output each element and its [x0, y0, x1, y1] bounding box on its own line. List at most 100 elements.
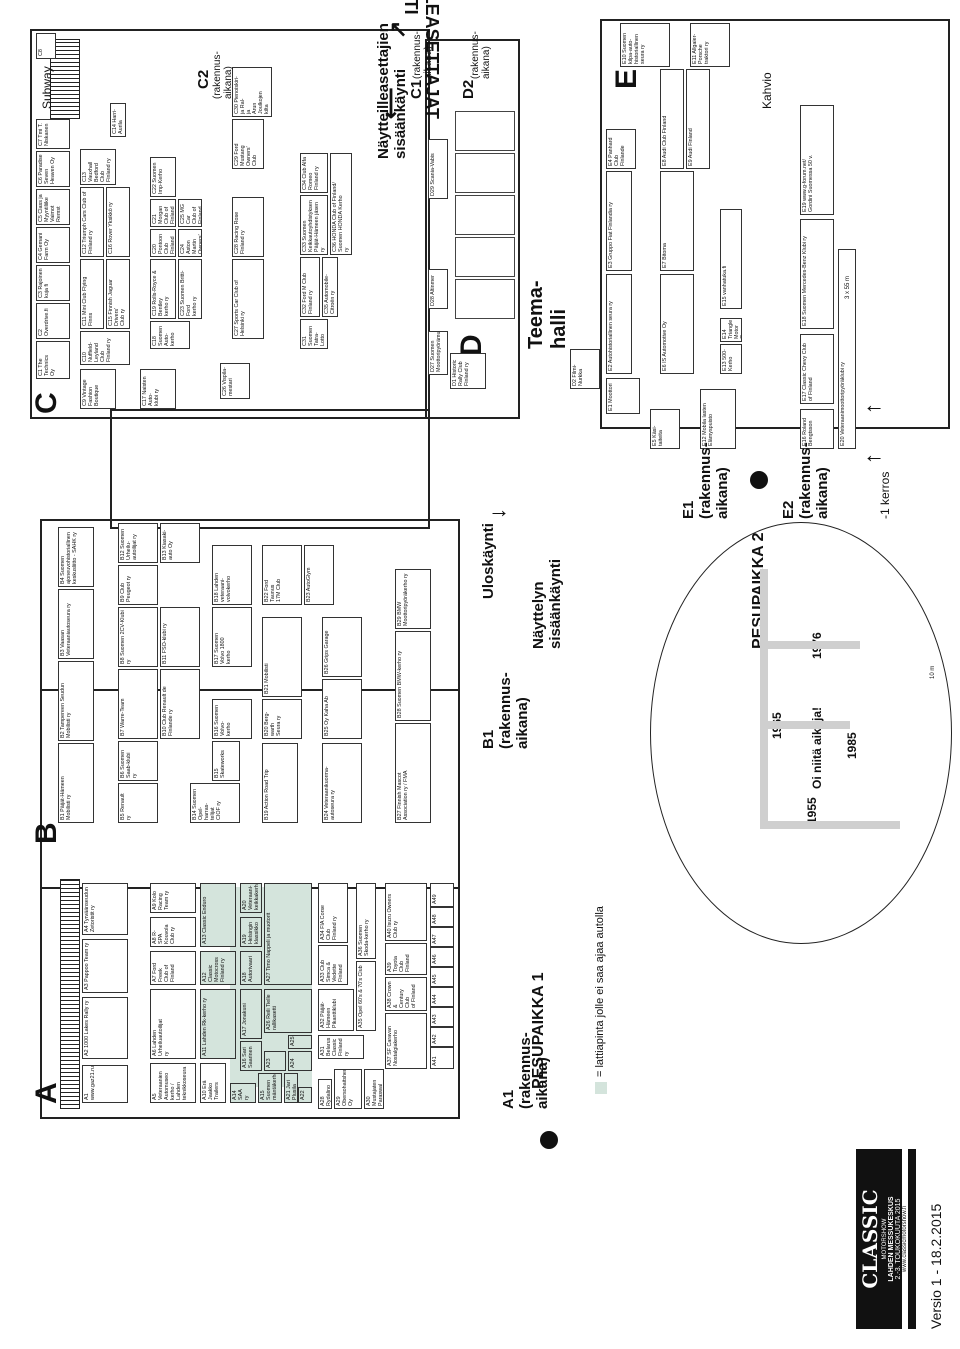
booth-e3[interactable]: E3 Gruppo Fiat Finlandia ry — [606, 171, 632, 271]
booth-b6[interactable]: B6 Suomen Saab-klubi ry — [118, 741, 158, 781]
booth-e11[interactable]: E11 Allgaier- Porsche traktori ry — [690, 23, 730, 67]
booth-a31[interactable]: A31 Belarus Classic Finland ry — [318, 1035, 364, 1059]
booth-c3[interactable]: C3 Rajoinen kuja fi — [36, 265, 70, 301]
booth-c13[interactable]: C13 Vauxhall Bedford Club Finland ry — [80, 149, 116, 185]
booth-c35[interactable]: C35 Automobile-Citroën ry — [322, 257, 338, 317]
booth-e2[interactable]: E2 Autohistoriallinen seura ry — [606, 274, 632, 374]
booth-c32[interactable]: C32 Ford M Club Finland ry — [300, 257, 320, 317]
booth-b21[interactable]: B21 Mobilisti — [262, 617, 302, 697]
booth-a21[interactable]: A21 Jari Plusila — [284, 1073, 298, 1103]
booth-b2[interactable]: B2 Tampereen Seudun Mobilisti ry — [58, 661, 94, 741]
booth-b16[interactable]: B16 Suomen Volvo- kerho — [212, 699, 252, 739]
booth-e18[interactable]: E18 Suomen Mercedes-Benz Klubi ry — [800, 219, 834, 329]
booth-a9[interactable]: A9 Kolo Racing Team ry — [150, 883, 196, 913]
booth-b15[interactable]: B15 Skateworks — [212, 741, 240, 781]
booth-c28[interactable]: C28 Racing Rose Finland ry — [232, 197, 264, 257]
booth-b14[interactable]: B14 Suomen Opel- harras- telijat CIOF ry — [190, 783, 240, 823]
booth-a7[interactable]: A7 Ford Freek Club of Finland — [150, 951, 196, 985]
booth-a4[interactable]: A4 Tyrväänseudun Zetoristit ry — [82, 883, 128, 935]
booth-e13[interactable]: E13 500-Kerho — [720, 344, 742, 374]
booth-a6[interactable]: A6 Lahden Urheiluautoilijat ry — [150, 989, 196, 1059]
booth-b20[interactable]: B20 Berg- warth Seura ry — [262, 699, 302, 739]
booth-a28[interactable]: A28 Rydalino — [318, 1079, 332, 1109]
booth-b7[interactable]: B7 Warre-Team — [118, 669, 158, 739]
booth-b19[interactable]: B19 Action Road Trip — [262, 743, 298, 823]
booth-e15[interactable]: E15 vanhatuka.fi — [720, 209, 742, 309]
booth-c19[interactable]: C19 Rolls-Royce & Bentley kerho ry — [150, 259, 176, 319]
booth-a45[interactable]: A45 — [430, 967, 454, 987]
booth-a33[interactable]: A33 Club Simca & Vedette Finland — [318, 945, 348, 985]
booth-c33[interactable]: C33 Suomen Keikkautoyhdistyksen Päijät-H… — [300, 195, 328, 255]
booth-c18[interactable]: C18 Suomen Auto- kerho — [150, 321, 190, 349]
booth-a1[interactable]: A1 www.gaz21.ru — [82, 1065, 128, 1103]
booth-a23[interactable]: A23 — [264, 1051, 286, 1071]
booth-a16[interactable]: A16 Sari Saarinen — [240, 1041, 262, 1071]
booth-a17[interactable]: A17 Jonakuni — [240, 989, 262, 1039]
booth-a27[interactable]: A27 Timo Nappeli ja muotorit — [264, 883, 312, 985]
booth-a48[interactable]: A48 — [430, 907, 454, 927]
booth-c14[interactable]: C14 Harri- Aurila .com — [110, 103, 126, 137]
booth-c2[interactable]: C2 Overdrive.fi — [36, 303, 70, 339]
booth-a34[interactable]: A34 FIA Corse Club Finland ry — [318, 883, 348, 943]
booth-e1[interactable]: E1 Moottori — [606, 378, 640, 414]
booth-c9[interactable]: C9 Vintage Fashion Boutique — [80, 369, 116, 409]
booth-c4[interactable]: C4 Gemani Farm Oy — [36, 227, 70, 263]
booth-a47[interactable]: A47 — [430, 927, 454, 947]
booth-b28[interactable]: B28 Suomen BMW-kerho ry — [395, 631, 431, 721]
booth-e17[interactable]: E17 Classic Chevy Club of Finland — [800, 334, 834, 404]
booth-c10[interactable]: C10 Nuffield- Leyland Club Finland ry — [80, 331, 130, 365]
booth-a46[interactable]: A46 — [430, 947, 454, 967]
booth-b9[interactable]: B9 Club Peugeot ry — [118, 565, 158, 605]
booth-c22[interactable]: C22 Suomen Imp-Kerho — [150, 157, 176, 197]
booth-c12[interactable]: C12 Triumph Cars Club of Finland ry — [80, 187, 104, 257]
booth-e7[interactable]: E7 Bitoma — [660, 171, 694, 271]
booth-a22[interactable]: A22 — [298, 1087, 312, 1103]
booth-b4[interactable]: B4 Suomen ajoneuvohistoriallinen keskusl… — [58, 527, 94, 587]
booth-a19[interactable]: A19 Helsingin klassikko — [240, 917, 262, 947]
booth-c36[interactable]: C36 HONDA Club of Finland/ Suomen HONDA … — [330, 153, 352, 255]
booth-c29[interactable]: C29 Ford Mustang Owners' Club — [232, 119, 264, 169]
booth-c20[interactable]: C20 Pontoon Club Finland — [150, 229, 176, 257]
booth-a32[interactable]: A32 Päijät-Hämeen Pikanttiklubi — [318, 989, 354, 1031]
booth-b29[interactable]: B29 BMW Moottoripyöräkerho ry — [395, 569, 431, 629]
booth-b22[interactable]: B22 Ford Taunus 17M Club — [262, 545, 302, 605]
booth-e9[interactable]: E9 Audi Finland — [686, 69, 710, 169]
booth-a3[interactable]: A3 Pappoo Team ry — [82, 939, 128, 993]
booth-b12[interactable]: B12 Suomen Urheilu- autoilijat ry — [118, 523, 158, 563]
booth-e6[interactable]: E6 IS Automotive Oy — [660, 274, 694, 374]
booth-d1[interactable]: D1 Historic Rally Club Finland ry — [450, 353, 486, 389]
booth-b11[interactable]: B11 FSO-klubi ry — [160, 607, 200, 667]
booth-c11[interactable]: C11 Mini Club Flying Finns — [80, 259, 104, 329]
booth-c30[interactable]: C30 Pienoiskiri- ja Ral- ja Arun Joulkoj… — [232, 67, 272, 117]
booth-c7[interactable]: C7 Tmi T. Niskanen — [36, 119, 70, 149]
booth-c17[interactable]: C17 Naisten Auto- klubi ry — [140, 369, 176, 409]
booth-a10[interactable]: A10 Erä Jaakko Trailers — [200, 1063, 226, 1103]
booth-d28[interactable]: D28 Altinmer — [428, 269, 448, 309]
booth-d29[interactable]: D29 Scania-Vabis — [428, 139, 448, 199]
booth-e10[interactable]: E10 Suomen kilpa-auto- historiallinen se… — [620, 23, 670, 67]
booth-a42[interactable]: A42 — [430, 1027, 454, 1047]
booth-a29[interactable]: A29 Obersohaitsher Oy — [334, 1069, 362, 1109]
booth-a41[interactable]: A41 — [430, 1047, 454, 1069]
booth-e4[interactable]: E4 Panhard Club Finlande — [606, 129, 636, 169]
booth-a30[interactable]: A30 Mustajaten Paraswal — [364, 1069, 384, 1109]
booth-e8[interactable]: E8 Audi Club Finland — [660, 69, 684, 169]
booth-b24[interactable]: B24 Veteraanikuorma- autoseura ry — [322, 743, 362, 823]
booth-e5[interactable]: E5 Käsi- taiteita — [650, 409, 680, 449]
booth-a12[interactable]: A12 Classic Motocross Finland ry — [200, 951, 236, 985]
booth-a13[interactable]: A13 Classic Enduro — [200, 883, 236, 947]
booth-c15[interactable]: C15 Finnish Jaguar Drivers' Club ry — [106, 259, 130, 329]
booth-a15[interactable]: A15 Suomen mäntäkerho — [258, 1073, 282, 1103]
booth-a37[interactable]: A37 SF Caravan Nostalgiakerho — [385, 1013, 427, 1069]
booth-a38[interactable]: A38 Crown & Century Club of Finland — [385, 977, 427, 1011]
booth-c16[interactable]: C16 Rover Yksikkö ry — [106, 187, 130, 257]
booth-a11[interactable]: A11 Lahden Rk-kerho ry — [200, 989, 236, 1059]
booth-a18[interactable]: A18 Autorivaari — [240, 951, 262, 985]
booth-d2[interactable]: D2 Filmi- Nurkka — [570, 349, 600, 389]
booth-a5[interactable]: A5 Veteraanien Automuseo kerho / Lahden … — [150, 1063, 196, 1103]
booth-a2[interactable]: A2 1000 Lakes Rally ry — [82, 997, 128, 1059]
booth-c6[interactable]: C6 Paradise Seven Heaven Oy — [36, 151, 70, 187]
booth-c27[interactable]: C27 Sports Car Club of Helsinki ry — [232, 259, 264, 339]
booth-b5[interactable]: B5 Renault ry — [118, 783, 158, 823]
booth-b27[interactable]: B27 Finnish Mascot Association ry / FMA — [395, 723, 431, 823]
